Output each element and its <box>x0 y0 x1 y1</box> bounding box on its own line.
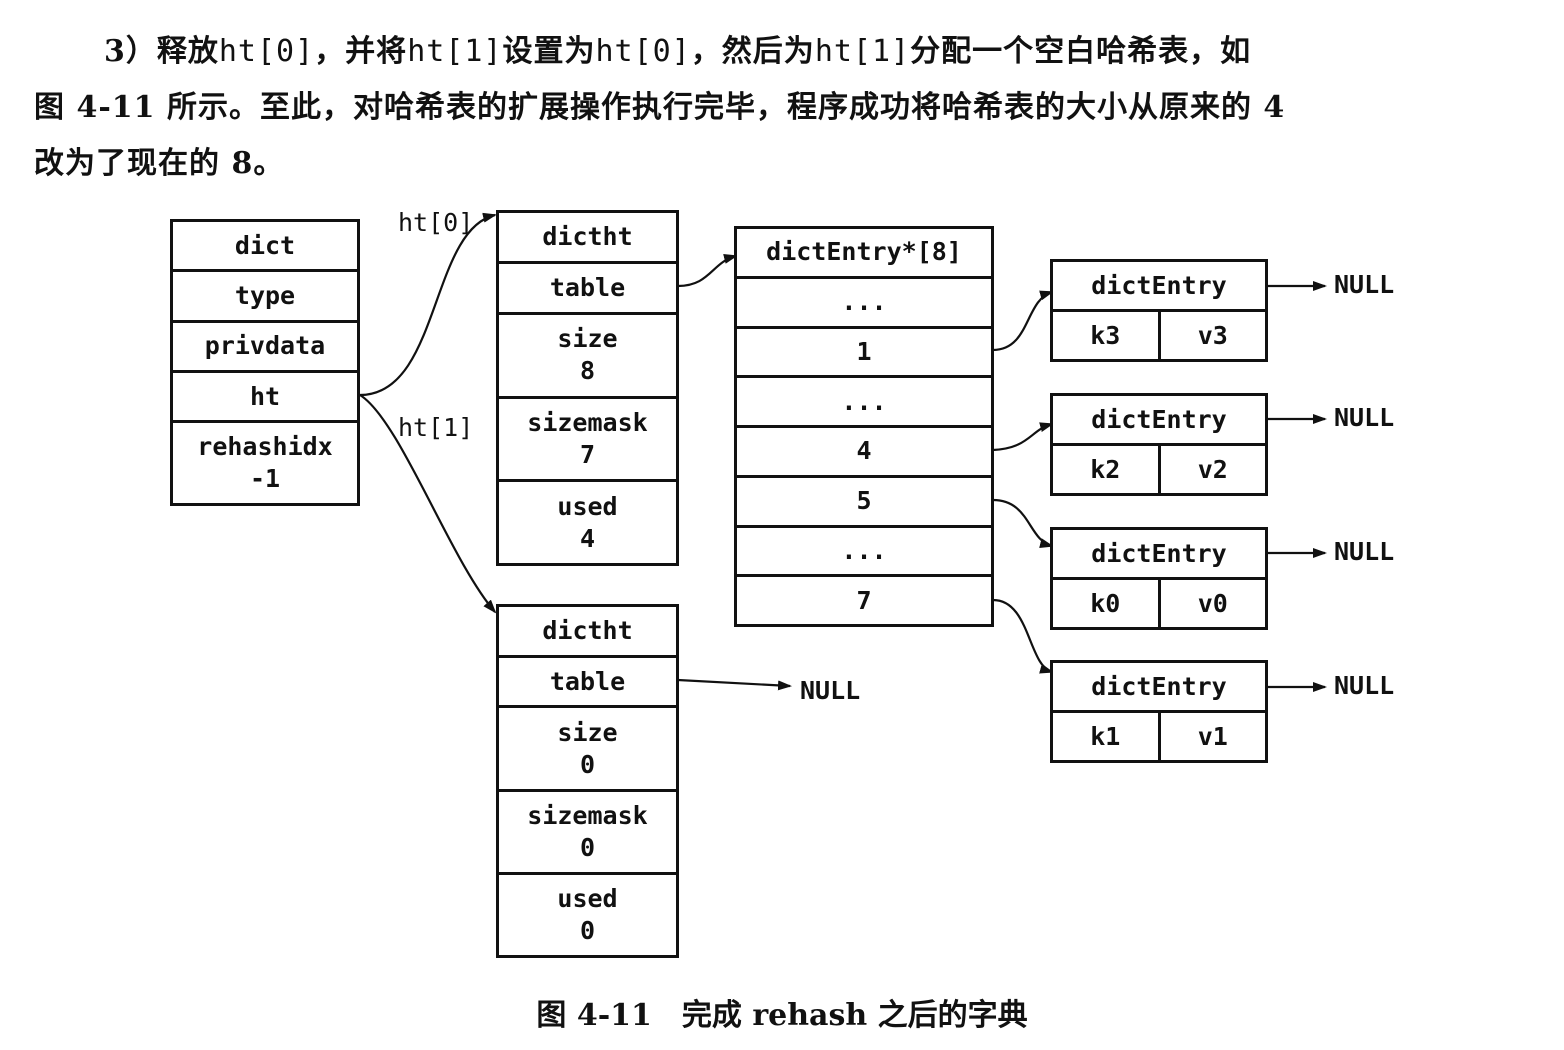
bucket-slot: ... <box>737 375 991 425</box>
dict-entry-k0: dictEntry k0 v0 <box>1050 527 1268 630</box>
bucket-array-title: dictEntry*[8] <box>766 237 962 267</box>
dict-type-field: type <box>173 269 357 319</box>
ht1-sizemask-field: sizemask 0 <box>499 788 676 872</box>
ht0-sizemask-field: sizemask 7 <box>499 395 676 480</box>
dict-entry-key: k0 <box>1053 580 1161 627</box>
dict-entry-key: k3 <box>1053 312 1161 359</box>
entry-k2-next-null: NULL <box>1334 403 1395 432</box>
ht1-table-null: NULL <box>800 676 861 705</box>
ht1-size-label: size <box>557 717 618 747</box>
dict-entry-kv: k2 v2 <box>1053 443 1265 493</box>
dict-entry-value: v2 <box>1197 455 1228 484</box>
ht1-size-field: size 0 <box>499 705 676 788</box>
paragraph-line-3: 改为了现在的 8。 <box>34 146 285 181</box>
paragraph-text: 设置为 <box>502 34 596 69</box>
entry-k3-next-null: NULL <box>1334 270 1395 299</box>
rehashidx-label: rehashidx <box>197 432 333 462</box>
arrow-slot7-to-entry-k1 <box>992 598 1054 674</box>
dict-entry-kv: k1 v1 <box>1053 710 1265 760</box>
ht1-used-value: 0 <box>579 915 596 945</box>
ht0-sizemask-value: 7 <box>579 440 596 470</box>
dict-entry-kv: k3 v3 <box>1053 309 1265 359</box>
dict-entry-value: v3 <box>1197 321 1228 350</box>
arrow-ht-to-ht1 <box>359 394 497 614</box>
paragraph-text: ，然后为 <box>690 34 815 69</box>
dict-struct: dict type privdata ht rehashidx -1 <box>170 219 360 506</box>
bucket-slot: 5 <box>737 474 991 525</box>
bucket-slot: 1 <box>737 325 991 376</box>
ht0-dictht: dictht table size 8 sizemask 7 used 4 <box>496 210 679 566</box>
dict-entry-title: dictEntry <box>1091 404 1227 434</box>
dict-entry-title: dictEntry <box>1091 270 1227 300</box>
ht1-title: dictht <box>542 615 633 645</box>
ht1-size-value: 0 <box>579 749 596 779</box>
rehashidx-value: -1 <box>249 464 281 494</box>
dict-entry-key: k1 <box>1053 713 1161 760</box>
dict-entry-title: dictEntry <box>1091 538 1227 568</box>
ht0-used-value: 4 <box>579 523 596 553</box>
bucket-slot: 4 <box>737 425 991 475</box>
ht0-table-field: table <box>499 261 676 312</box>
ht1-used-label: used <box>557 883 618 913</box>
figure-caption: 图 4-11 完成 rehash 之后的字典 <box>536 998 1028 1033</box>
dict-title: dict <box>234 230 296 260</box>
arrow-slot5-to-entry-k0 <box>992 498 1054 548</box>
bucket-slot: 7 <box>737 574 991 624</box>
dict-entry-k2: dictEntry k2 v2 <box>1050 393 1268 496</box>
ht1-sizemask-value: 0 <box>579 832 596 862</box>
paragraph-text: 3）释放 <box>104 34 219 69</box>
entry-k1-next-null: NULL <box>1334 671 1395 700</box>
bucket-array: dictEntry*[8] ... 1 ... 4 5 ... 7 <box>734 226 994 627</box>
paragraph-line-2: 图 4-11 所示。至此，对哈希表的扩展操作执行完毕，程序成功将哈希表的大小从原… <box>34 90 1286 125</box>
arrow-ht0-table-to-buckets <box>677 254 738 288</box>
dict-entry-value: v0 <box>1197 589 1228 618</box>
arrow-ht-to-ht0 <box>359 212 497 397</box>
dict-entry-key: k2 <box>1053 446 1161 493</box>
ht1-label: ht[1] <box>398 413 474 442</box>
dict-entry-kv: k0 v0 <box>1053 577 1265 627</box>
ht0-used-label: used <box>557 491 618 521</box>
entry-k0-next-null: NULL <box>1334 537 1395 566</box>
bucket-slot: ... <box>737 524 991 575</box>
dict-rehashidx-field: rehashidx -1 <box>173 420 357 503</box>
ht1-dictht: dictht table size 0 sizemask 0 used 0 <box>496 604 679 958</box>
arrow-ht1-table-to-null <box>677 678 792 691</box>
dict-ht-field: ht <box>173 370 357 420</box>
ht1-sizemask-label: sizemask <box>527 800 648 830</box>
dict-entry-value: v1 <box>1197 722 1228 751</box>
arrow-slot4-to-entry-k2 <box>992 422 1054 452</box>
ht0-used-field: used 4 <box>499 479 676 563</box>
paragraph-line-1: 3）释放ht[0]，并将ht[1]设置为ht[0]，然后为ht[1]分配一个空白… <box>34 24 1544 80</box>
ht0-sizemask-label: sizemask <box>527 408 648 438</box>
ht0-label: ht[0] <box>398 208 474 237</box>
paragraph-code: ht[0] <box>595 34 691 69</box>
dict-privdata-field: privdata <box>173 319 357 370</box>
body-paragraph: 3）释放ht[0]，并将ht[1]设置为ht[0]，然后为ht[1]分配一个空白… <box>34 24 1544 192</box>
ht0-title: dictht <box>542 222 633 251</box>
paragraph-code: ht[1] <box>407 34 503 69</box>
dict-entry-k1: dictEntry k1 v1 <box>1050 660 1268 763</box>
paragraph-code: ht[0] <box>218 34 315 69</box>
ht0-size-label: size <box>557 324 618 354</box>
arrow-slot1-to-entry-k3 <box>992 290 1054 352</box>
bucket-slot: ... <box>737 275 991 326</box>
ht1-used-field: used 0 <box>499 871 676 955</box>
paragraph-text: ，并将 <box>314 34 408 69</box>
dict-entry-title: dictEntry <box>1091 671 1227 701</box>
ht0-size-field: size 8 <box>499 312 676 396</box>
paragraph-text: 分配一个空白哈希表，如 <box>910 34 1252 69</box>
ht1-table-field: table <box>499 654 676 706</box>
ht0-size-value: 8 <box>579 356 596 386</box>
paragraph-code: ht[1] <box>814 34 911 69</box>
dict-entry-k3: dictEntry k3 v3 <box>1050 259 1268 362</box>
